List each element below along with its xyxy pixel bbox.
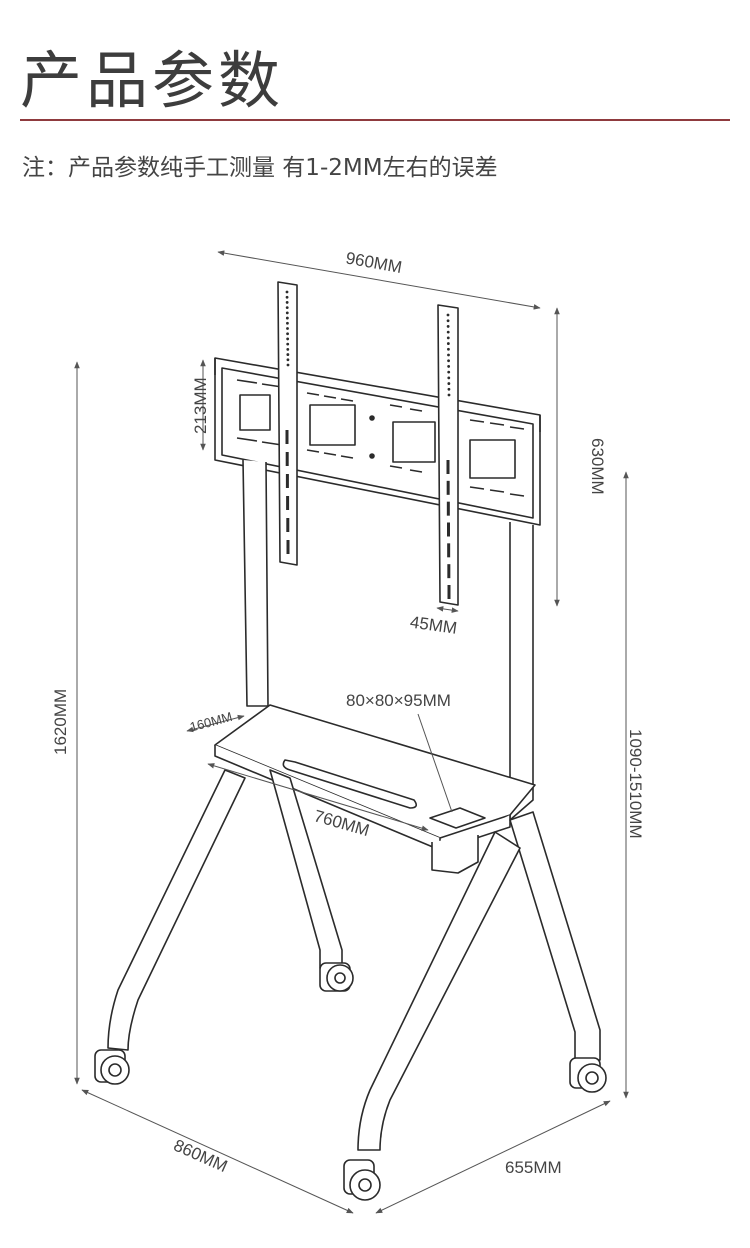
measurement-note: 注：产品参数纯手工测量 有1-2MM左右的误差	[22, 155, 498, 181]
arm-hole	[446, 325, 450, 328]
arm-slot	[447, 564, 451, 579]
dim-arm-width: 45MM	[409, 612, 458, 637]
arm-hole	[447, 347, 450, 351]
arm-hole	[286, 347, 290, 351]
dim-mount-height: 630MM	[588, 438, 607, 495]
arm-slot	[285, 474, 289, 488]
arm-slot	[446, 460, 450, 474]
arm-hole	[286, 332, 289, 336]
arm-slot	[447, 543, 451, 558]
arm-hole	[286, 327, 289, 330]
arm-hole	[286, 353, 290, 356]
arm-slot	[286, 540, 290, 554]
arm-hole	[285, 316, 289, 320]
base-legs	[107, 769, 601, 1151]
arm-hole	[447, 365, 451, 368]
arm-hole	[286, 337, 290, 341]
arm-slot	[285, 430, 289, 444]
dimension-lines	[74, 250, 629, 1214]
arm-slot	[447, 585, 451, 599]
arm-hole	[447, 387, 451, 391]
dim-shelf-depth: 160MM	[188, 709, 234, 735]
arm-hole	[446, 342, 450, 345]
arm-hole	[446, 336, 450, 340]
arm-hole	[285, 290, 289, 294]
arm-slot	[286, 496, 290, 510]
arm-slot	[447, 522, 450, 537]
arm-hole	[446, 330, 450, 334]
title-divider	[20, 119, 730, 121]
arm-hole	[446, 313, 450, 317]
page-title: 产品参数	[20, 44, 285, 117]
arm-hole	[447, 393, 451, 397]
arm-hole	[286, 342, 290, 346]
arm-holes	[285, 290, 451, 599]
arm-hole	[447, 376, 451, 380]
arm-hole	[285, 306, 289, 310]
dim-mount-width: 960MM	[344, 248, 403, 277]
arm-hole	[446, 319, 450, 323]
dim-base-width: 655MM	[505, 1158, 562, 1177]
uprights	[242, 459, 534, 821]
arm-slot	[285, 452, 289, 466]
arm-hole	[447, 382, 451, 385]
arm-slot	[286, 518, 290, 532]
arm-hole	[286, 358, 290, 362]
dim-bracket-height: 213MM	[191, 377, 210, 434]
arm-hole	[447, 370, 451, 374]
stand-outline	[94, 281, 607, 1201]
arm-hole	[285, 311, 289, 315]
arm-hole	[447, 359, 450, 363]
arm-hole	[286, 321, 289, 325]
arm-hole	[286, 363, 290, 367]
dim-base-length: 860MM	[171, 1136, 231, 1176]
dim-box: 80×80×95MM	[346, 691, 451, 710]
arm-slot	[446, 480, 450, 495]
dim-adjust-range: 1090-1510MM	[626, 729, 645, 839]
dim-total-height: 1620MM	[51, 689, 70, 755]
arm-hole	[285, 301, 289, 304]
arm-hole	[447, 353, 450, 357]
arm-slot	[446, 501, 450, 516]
arm-hole	[285, 295, 289, 299]
